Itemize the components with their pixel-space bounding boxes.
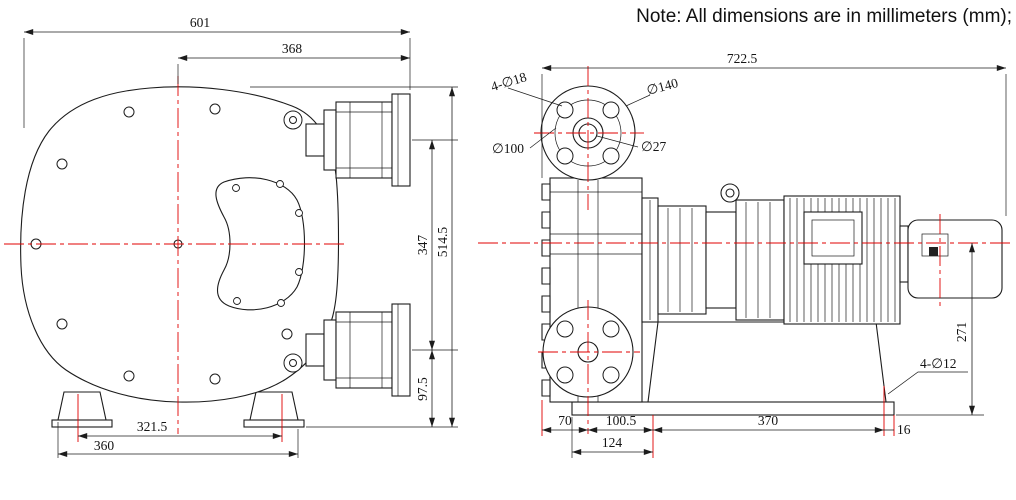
motor-flange <box>735 199 785 321</box>
dim-axis-height: 271 <box>954 322 969 342</box>
label-flange-holes: 4-∅18 <box>489 69 529 94</box>
dim-overall-width: 601 <box>190 15 210 30</box>
front-centerlines <box>4 76 348 434</box>
motor-nameplate <box>803 211 863 265</box>
label-flange-bore: ∅27 <box>641 139 667 154</box>
label-flange-od: ∅140 <box>645 75 680 98</box>
label-base-holes: 4-∅12 <box>920 356 957 371</box>
side-view: 722.5 4-∅18 ∅140 ∅100 ∅27 70 100.5 370 1… <box>478 51 1012 458</box>
adapter <box>705 211 737 309</box>
gearbox <box>657 205 707 315</box>
dim-base-width: 360 <box>94 438 115 453</box>
front-dimensions: 601 368 347 97.5 514.5 321.5 360 <box>23 15 458 458</box>
junction-box-terminal <box>929 247 938 256</box>
dim-overall-length: 722.5 <box>727 51 758 66</box>
inner-cover-plate <box>215 177 306 311</box>
side-dimensions: 722.5 4-∅18 ∅140 ∅100 ∅27 70 100.5 370 1… <box>489 51 1007 458</box>
base-assembly <box>571 321 895 416</box>
dim-seg-70: 70 <box>558 413 572 428</box>
note-text: Note: All dimensions are in millimeters … <box>636 6 1012 27</box>
lifting-eye-icon <box>720 183 740 203</box>
port-pivot-bosses <box>283 110 303 373</box>
junction-box <box>907 219 1003 299</box>
mounting-feet <box>51 391 305 428</box>
dim-seg-370: 370 <box>758 413 779 428</box>
dim-port-centers: 347 <box>415 235 430 256</box>
label-flange-bcd: ∅100 <box>492 141 524 156</box>
drive-train <box>641 183 1003 325</box>
side-centerlines <box>478 66 1012 434</box>
dim-seg-16: 16 <box>897 422 911 437</box>
dim-seg-100-5: 100.5 <box>606 413 637 428</box>
dim-port-extent: 368 <box>282 41 303 56</box>
dim-overall-height: 514.5 <box>435 227 450 258</box>
dim-seg-124: 124 <box>602 435 623 450</box>
front-view: 601 368 347 97.5 514.5 321.5 360 <box>4 15 458 458</box>
dim-port-to-base: 97.5 <box>415 377 430 401</box>
dim-anchor-spacing: 321.5 <box>137 419 168 434</box>
housing-bolt-holes <box>30 103 293 385</box>
